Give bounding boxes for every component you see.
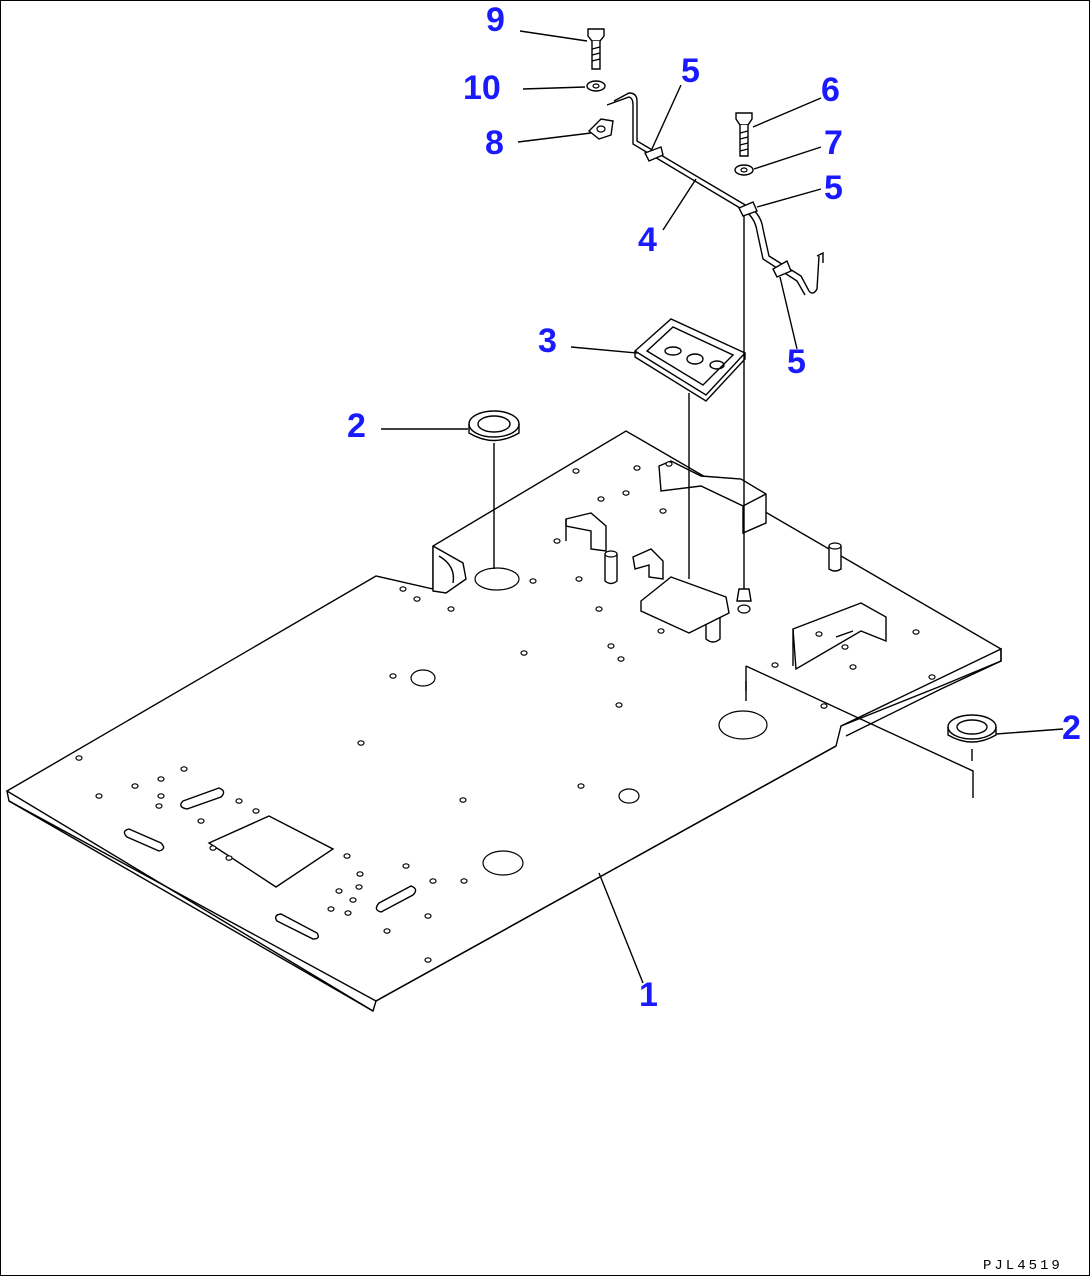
callout-10: 10: [463, 69, 501, 107]
mounting-hole: [157, 776, 165, 782]
callout-9: 9: [486, 1, 505, 39]
grommet-upper: [468, 410, 520, 442]
mounting-hole: [383, 928, 391, 934]
mounting-hole: [577, 783, 585, 789]
mounting-hole: [665, 461, 673, 467]
mounting-hole: [209, 845, 217, 851]
mounting-hole: [520, 650, 528, 656]
callout-7: 7: [824, 124, 843, 162]
rubber-pad: [633, 318, 747, 402]
mounting-hole: [820, 703, 828, 709]
callout-5-mid: 5: [824, 169, 843, 207]
mounting-hole: [633, 465, 641, 471]
mounting-hole: [607, 643, 615, 649]
callout-5-top: 5: [681, 52, 700, 90]
washer-10: [586, 80, 606, 92]
mounting-hole: [180, 766, 188, 772]
mounting-hole: [460, 878, 468, 884]
mounting-hole: [615, 702, 623, 708]
mounting-hole: [399, 586, 407, 592]
mounting-hole: [553, 538, 561, 544]
washer-7: [734, 164, 754, 176]
mounting-hole: [459, 797, 467, 803]
mounting-hole: [771, 662, 779, 668]
mounting-hole: [131, 783, 139, 789]
mounting-hole: [575, 576, 583, 582]
mounting-hole: [235, 798, 243, 804]
mounting-hole: [572, 468, 580, 474]
callout-1: 1: [639, 976, 658, 1014]
mounting-hole: [335, 888, 343, 894]
mounting-hole: [617, 656, 625, 662]
bolt-6: [735, 112, 753, 157]
mounting-hole: [355, 884, 363, 890]
bolt-9: [587, 28, 605, 70]
mounting-hole: [849, 664, 857, 670]
mounting-hole: [429, 878, 437, 884]
mounting-hole: [447, 606, 455, 612]
grommet-lower: [947, 714, 997, 743]
mounting-hole: [413, 596, 421, 602]
mounting-hole: [529, 578, 537, 584]
callout-2-upper: 2: [347, 407, 366, 445]
mounting-hole: [343, 853, 351, 859]
mounting-hole: [95, 793, 103, 799]
callout-2-lower: 2: [1062, 709, 1081, 747]
mounting-hole: [595, 606, 603, 612]
mounting-hole: [155, 803, 163, 809]
mounting-hole: [197, 818, 205, 824]
mounting-hole: [815, 631, 823, 637]
mounting-hole: [357, 740, 365, 746]
callout-6: 6: [821, 71, 840, 109]
mounting-hole: [75, 755, 83, 761]
mounting-hole: [225, 855, 233, 861]
mounting-hole: [622, 490, 630, 496]
mounting-hole: [344, 910, 352, 916]
mounting-hole: [841, 644, 849, 650]
mounting-hole: [157, 793, 165, 799]
floor-plate: [5, 430, 1002, 1013]
harness-rod: [587, 92, 824, 296]
mounting-hole: [659, 508, 667, 514]
mounting-hole: [327, 906, 335, 912]
mounting-hole: [389, 673, 397, 679]
mounting-hole: [597, 496, 605, 502]
mounting-hole: [424, 913, 432, 919]
mounting-hole: [356, 871, 364, 877]
mounting-hole: [252, 808, 260, 814]
mounting-hole: [657, 628, 665, 634]
mounting-hole: [928, 674, 936, 680]
mounting-hole: [349, 897, 357, 903]
callout-8: 8: [485, 124, 504, 162]
leader-lines: [381, 30, 1064, 984]
mounting-hole: [912, 629, 920, 635]
mounting-hole: [424, 957, 432, 963]
nut: [736, 588, 752, 602]
callout-5-bottom: 5: [787, 343, 806, 381]
drawing-code: PJL4519: [983, 1258, 1063, 1274]
mounting-hole: [402, 863, 410, 869]
callout-4: 4: [638, 221, 657, 259]
callout-3: 3: [538, 322, 557, 360]
